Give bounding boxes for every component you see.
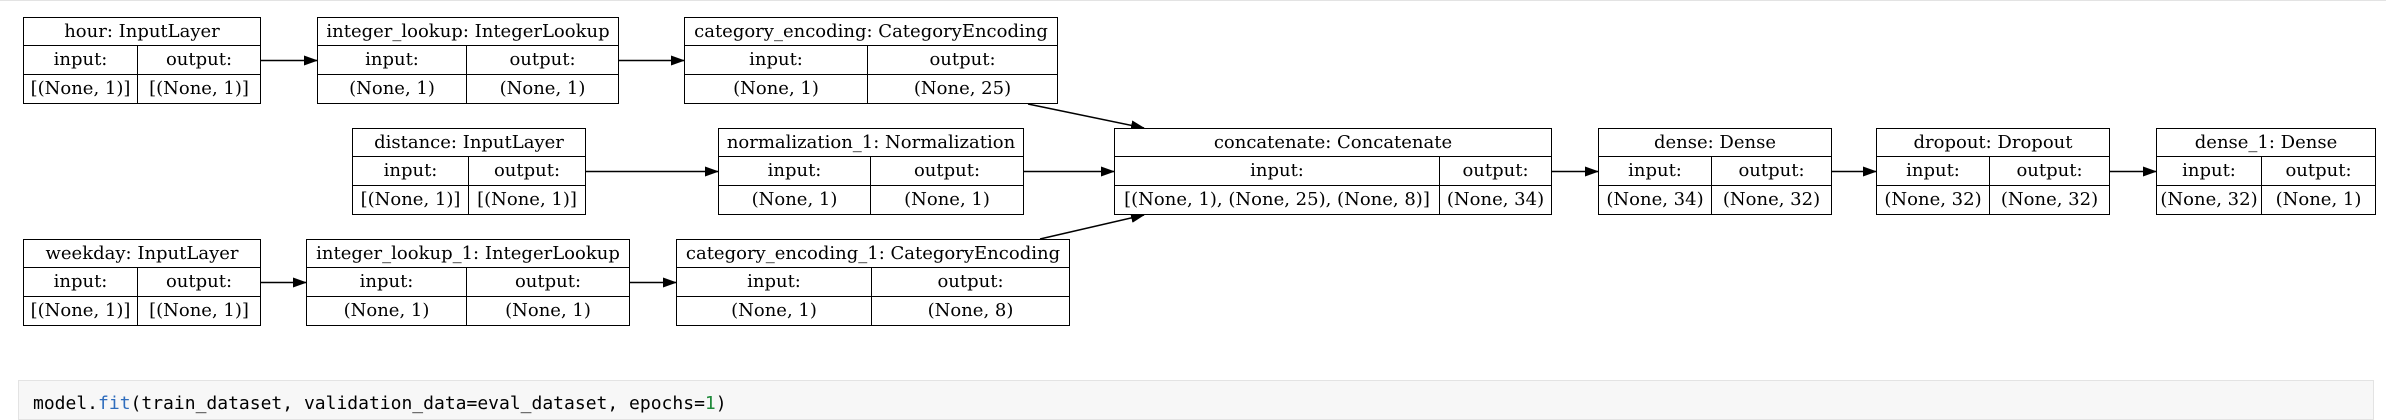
input-shape: (None, 1) [685, 74, 868, 103]
output-shape: (None, 32) [1722, 189, 1821, 211]
input-label: input: [1877, 157, 1990, 185]
node-title: distance: InputLayer [353, 129, 585, 158]
node-dense: dense: Dense input: output: (None, 34) (No… [1598, 128, 1832, 215]
output-label: output: [2285, 160, 2352, 182]
output-label: output: [514, 271, 582, 293]
code-text-prefix: model. [33, 393, 99, 414]
output-label: output: [165, 271, 233, 293]
output-shape: (None, 1) [904, 189, 990, 211]
output-shape: (None, 25) [913, 78, 1012, 100]
output-label: output: [509, 49, 576, 71]
input-label: input: [1599, 157, 1712, 185]
output-shape: (None, 1) [499, 78, 586, 100]
node-dropout: dropout: Dropout input: output: (None, 32… [1876, 128, 2110, 215]
output-label: output: [913, 160, 981, 182]
input-label: input: [307, 268, 467, 296]
input-shape: (None, 32) [2157, 185, 2262, 214]
input-label: input: [24, 268, 138, 296]
input-shape: (None, 1) [318, 74, 467, 103]
input-shape: [(None, 1)] [24, 296, 138, 325]
node-title: integer_lookup_1: IntegerLookup [307, 240, 629, 269]
node-title: dense: Dense [1599, 129, 1831, 158]
output-label: output: [937, 271, 1004, 293]
input-shape: [(None, 1)] [24, 74, 138, 103]
node-title: normalization_1: Normalization [719, 129, 1023, 158]
output-label: output: [1738, 160, 1805, 182]
top-divider [0, 0, 2386, 1]
input-shape: [(None, 1), (None, 25), (None, 8)] [1115, 185, 1440, 214]
node-title: category_encoding_1: CategoryEncoding [677, 240, 1069, 269]
input-label: input: [1115, 157, 1440, 185]
output-shape: (None, 32) [2000, 189, 2099, 211]
output-label: output: [929, 49, 996, 71]
node-category-encoding-1: category_encoding_1: CategoryEncoding in… [676, 239, 1070, 326]
code-line: model.fit(train_dataset, validation_data… [33, 393, 727, 414]
input-shape: (None, 1) [307, 296, 467, 325]
output-label: output: [165, 49, 233, 71]
node-distance-inputlayer: distance: InputLayer input: output: [(Non… [352, 128, 586, 215]
output-label: output: [2016, 160, 2083, 182]
node-title: hour: InputLayer [24, 18, 260, 47]
code-text-args: (train_dataset, validation_data=eval_dat… [130, 393, 705, 414]
input-shape: (None, 34) [1599, 185, 1712, 214]
node-title: category_encoding: CategoryEncoding [685, 18, 1057, 47]
node-title: integer_lookup: IntegerLookup [318, 18, 618, 47]
input-label: input: [677, 268, 872, 296]
model-graph-edges [261, 55, 2157, 288]
input-label: input: [318, 46, 467, 74]
input-label: input: [719, 157, 871, 185]
input-label: input: [685, 46, 868, 74]
node-integer-lookup-1: integer_lookup_1: IntegerLookup input: ou… [306, 239, 630, 326]
edge-category_encoding-to-concatenate [1027, 103, 1145, 131]
output-label: output: [1462, 160, 1529, 182]
code-function-name: fit [98, 393, 131, 414]
input-shape: (None, 32) [1877, 185, 1990, 214]
input-shape: (None, 1) [677, 296, 872, 325]
code-number: 1 [704, 393, 716, 414]
node-normalization-1: normalization_1: Normalization input: out… [718, 128, 1024, 215]
edge-category_encoding_1-to-concatenate [1039, 213, 1145, 240]
output-shape: [(None, 1)] [149, 300, 249, 322]
node-integer-lookup: integer_lookup: IntegerLookup input: outp… [317, 17, 619, 104]
node-category-encoding: category_encoding: CategoryEncoding inpu… [684, 17, 1058, 104]
code-text-suffix: ) [715, 393, 727, 414]
node-title: dense_1: Dense [2157, 129, 2375, 158]
output-label: output: [493, 160, 561, 182]
node-title: weekday: InputLayer [24, 240, 260, 269]
output-shape: [(None, 1)] [149, 78, 249, 100]
code-cell[interactable]: model.fit(train_dataset, validation_data… [18, 380, 2374, 420]
output-shape: (None, 1) [505, 300, 591, 322]
output-shape: (None, 34) [1446, 189, 1545, 211]
input-label: input: [24, 46, 138, 74]
node-title: dropout: Dropout [1877, 129, 2109, 158]
node-concatenate: concatenate: Concatenate input: output: [… [1114, 128, 1552, 215]
input-label: input: [353, 157, 469, 185]
output-shape: [(None, 1)] [477, 189, 577, 211]
node-weekday-inputlayer: weekday: InputLayer input: output: [(None… [23, 239, 261, 326]
node-hour-inputlayer: hour: InputLayer input: output: [(None, 1… [23, 17, 261, 104]
input-label: input: [2157, 157, 2262, 185]
output-shape: (None, 1) [2275, 189, 2362, 211]
input-shape: (None, 1) [719, 185, 871, 214]
node-dense-1: dense_1: Dense input: output: (None, 32) (… [2156, 128, 2376, 215]
input-shape: [(None, 1)] [353, 185, 469, 214]
output-shape: (None, 8) [927, 300, 1014, 322]
node-title: concatenate: Concatenate [1115, 129, 1551, 158]
